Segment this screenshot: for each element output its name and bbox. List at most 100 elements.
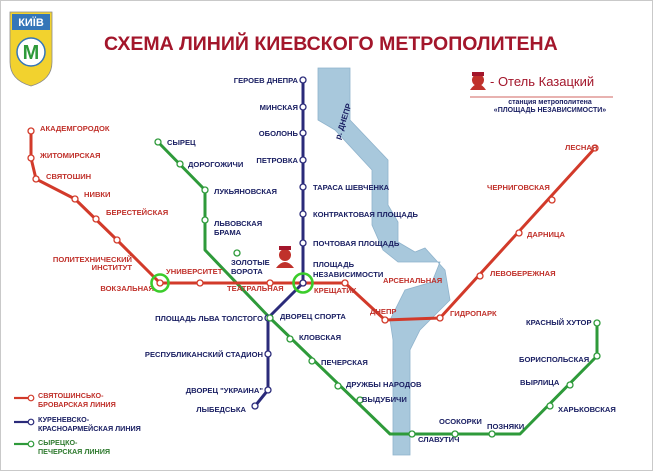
red-station-label: ЛЕВОБЕРЕЖНАЯ [490,269,556,278]
green-station-label: ХАРЬКОВСКАЯ [558,405,616,414]
red-station-label: ЖИТОМИРСКАЯ [39,151,100,160]
blue-station-marker[interactable] [299,76,307,84]
green-station-marker[interactable] [356,396,364,404]
red-station-label: АРСЕНАЛЬНАЯ [383,276,442,285]
blue-station-marker[interactable] [299,129,307,137]
green-station-label: БОРИСПОЛЬСКАЯ [519,355,589,364]
blue-station-marker[interactable] [299,239,307,247]
red-station-marker[interactable] [71,195,79,203]
green-station-label: ОСОКОРКИ [439,417,482,426]
red-station-label: СВЯТОШИН [46,172,91,181]
transfer-ring-vokzalnaya [150,273,170,293]
legend: СВЯТОШИНСЬКО- БРОВАРСКАЯ ЛИНИЯ КУРЕНЕВСК… [14,391,141,456]
green-station-marker[interactable] [488,430,496,438]
green-station-label: ЛЬВОВСКАЯ [214,219,262,228]
red-station-label: БЕРЕСТЕЙСКАЯ [106,208,168,217]
red-station-marker[interactable] [266,279,274,287]
blue-station-label: ПОЧТОВАЯ ПЛОЩАДЬ [313,239,400,248]
green-station-marker[interactable] [201,216,209,224]
green-station-marker[interactable] [566,381,574,389]
red-station-label: ТЕАТРАЛЬНАЯ [227,284,284,293]
red-station-label: ДАРНИЦА [527,230,565,239]
cossack-icon [470,72,486,90]
green-station-marker[interactable] [593,352,601,360]
red-station-label: ИНСТИТУТ [92,263,133,272]
red-station-marker[interactable] [381,316,389,324]
green-station-marker[interactable] [308,357,316,365]
green-station-marker[interactable] [546,402,554,410]
green-station-marker[interactable] [451,430,459,438]
blue-station-marker[interactable] [299,183,307,191]
red-station-label: НИВКИ [84,190,111,199]
green-line [156,140,599,436]
blue-station-marker[interactable] [299,103,307,111]
hotel-block: - Отель Казацкий станция метрополитена «… [470,72,613,114]
red-station-marker[interactable] [92,215,100,223]
blue-station-label: ТАРАСА ШЕВЧЕНКА [313,183,390,192]
blue-station-marker[interactable] [299,279,307,287]
red-station-marker[interactable] [515,229,523,237]
green-station-label: ДОРОГОЖИЧИ [188,160,243,169]
green-station-marker[interactable] [154,138,162,146]
red-station-label: АКАДЕМГОРОДОК [40,124,110,133]
blue-station-marker[interactable] [251,402,259,410]
blue-station-label: КОНТРАКТОВАЯ ПЛОЩАДЬ [313,210,418,219]
blue-station-marker[interactable] [299,210,307,218]
red-station-marker[interactable] [548,196,556,204]
blue-station-label: ДВОРЕЦ "УКРАИНА" [186,386,264,395]
map-title: СХЕМА ЛИНИЙ КИЕВСКОГО МЕТРОПОЛИТЕНА [104,31,558,55]
red-station-label: ГИДРОПАРК [450,309,497,318]
blue-station-label: НЕЗАВИСИМОСТИ [313,270,383,279]
red-station-label: ДНЕПР [370,307,396,316]
red-station-marker[interactable] [476,272,484,280]
green-station-label: БРАМА [214,228,242,237]
red-station-marker[interactable] [32,175,40,183]
red-station-label: ЛЕСНАЯ [565,143,597,152]
red-station-marker[interactable] [591,144,599,152]
hotel-name: - Отель Казацкий [490,74,594,89]
metro-stations [27,76,601,438]
red-station-label: ВОКЗАЛЬНАЯ [100,284,154,293]
dnieper-river [317,67,451,456]
blue-station-label: РЕСПУБЛИКАНСКИЙ СТАДИОН [145,350,263,359]
legend-green-line-1: СЫРЕЦКО- [38,438,78,447]
green-station-label: ЛУКЬЯНОВСКАЯ [214,187,277,196]
logo-city-text: КИЇВ [18,16,44,29]
green-station-label: ЗОЛОТЫЕ [231,258,270,267]
green-station-marker[interactable] [233,249,241,257]
green-station-label: СЫРЕЦ [167,138,196,147]
legend-red-line-1: СВЯТОШИНСЬКО- [38,391,104,400]
red-station-marker[interactable] [341,279,349,287]
red-station-marker[interactable] [196,279,204,287]
green-station-marker[interactable] [176,160,184,168]
red-station-marker[interactable] [113,236,121,244]
green-station-label: ВОРОТА [231,267,263,276]
green-station-label: КРАСНЫЙ ХУТОР [526,318,592,327]
red-station-marker[interactable] [436,314,444,322]
green-station-marker[interactable] [201,186,209,194]
red-station-label: ПОЛИТЕХНИЧЕСКИЙ [53,255,132,264]
hotel-station-caption: станция метрополитена [508,99,592,106]
station-labels: АКАДЕМГОРОДОК ЖИТОМИРСКАЯ СВЯТОШИН НИВКИ БЕР… [39,76,616,444]
green-station-marker[interactable] [593,319,601,327]
green-station-marker[interactable] [286,335,294,343]
green-station-label: ПОЗНЯКИ [487,422,524,431]
kyiv-metro-logo: КИЇВ М [9,11,53,87]
red-station-marker[interactable] [27,127,35,135]
red-station-marker[interactable] [156,279,164,287]
green-station-label: ВЫДУБИЧИ [362,395,407,404]
green-station-marker[interactable] [334,382,342,390]
blue-station-label: ПЛОЩАДЬ [313,260,355,269]
blue-station-label: ПЛОЩАДЬ ЛЬВА ТОЛСТОГО [155,314,263,323]
blue-station-marker[interactable] [264,386,272,394]
green-station-label: ПЕЧЕРСКАЯ [321,358,368,367]
green-station-marker[interactable] [408,430,416,438]
red-station-marker[interactable] [27,154,35,162]
blue-station-label: ОБОЛОНЬ [259,129,299,138]
blue-station-marker[interactable] [299,156,307,164]
legend-green-line-2: ПЕЧЕРСКАЯ ЛИНИЯ [38,447,110,456]
blue-station-marker[interactable] [264,350,272,358]
green-station-marker[interactable] [266,314,274,322]
red-station-label: КРЕЩАТИК [314,286,357,295]
